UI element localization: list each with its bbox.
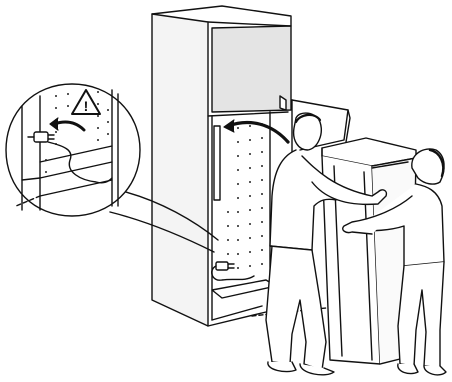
upper-cabinet-door-panel	[212, 26, 291, 112]
insertion-arrow	[228, 123, 288, 142]
detail-circle	[6, 84, 140, 216]
plug-in-cavity	[212, 262, 254, 280]
cabinet-hole-dots	[227, 123, 263, 269]
warning-symbol: !	[84, 98, 89, 114]
